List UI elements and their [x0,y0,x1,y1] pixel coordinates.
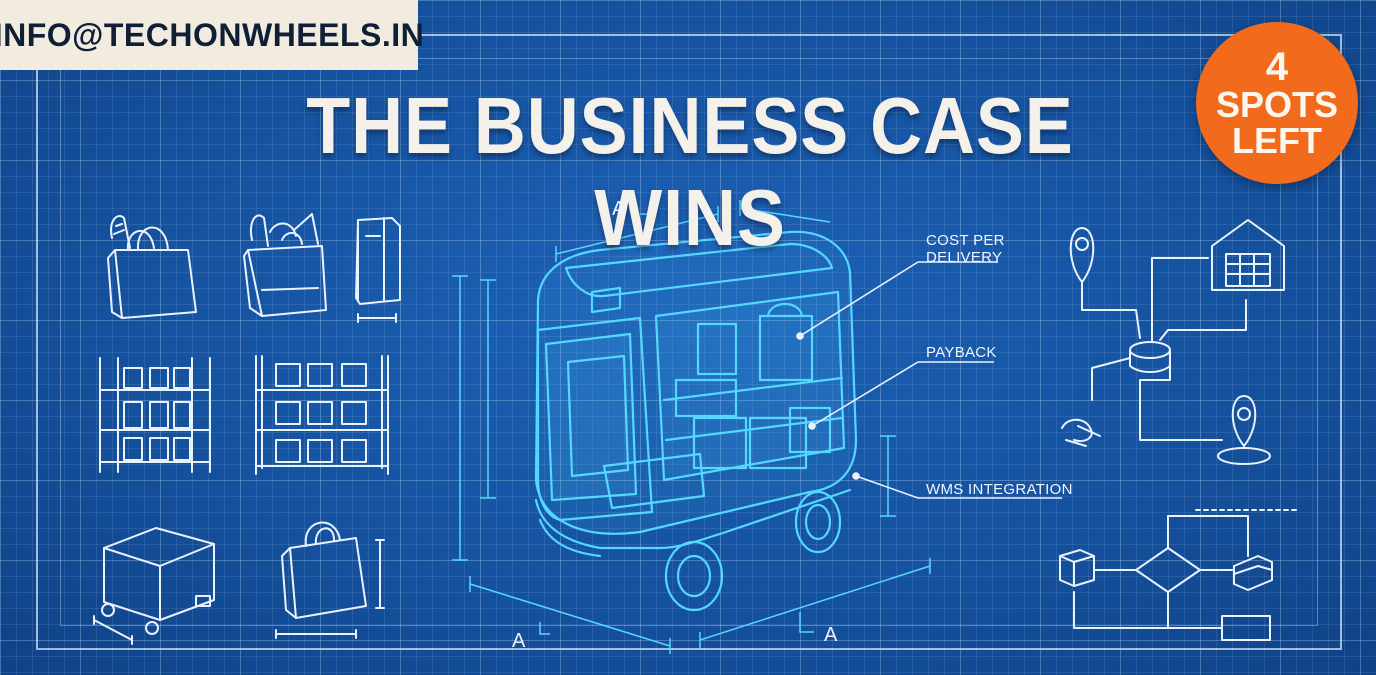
package-box-icon [355,217,401,323]
page-title: THE BUSINESS CASE WINS [306,81,1074,262]
left-label: LEFT [1232,120,1322,161]
location-pin-icon [1069,227,1095,283]
dimension-lines [452,200,931,654]
callout-wms-integration: WMS INTEGRATION [926,481,1073,498]
route-diagram [1061,219,1285,465]
blueprint-inner-frame [60,58,1318,626]
blueprint-frame [36,34,1342,650]
warehouse-icon [1211,219,1285,291]
callout-payback: PAYBACK [926,344,997,361]
callout-cost-line2: DELIVERY [926,249,1003,267]
box-cart-icon [93,527,215,645]
spots-label: SPOTS [1215,84,1339,125]
section-mark-top: A [612,198,626,220]
stacked-boxes-icon [1233,555,1273,591]
callout-cost-per-delivery: COST PER DELIVERY [926,232,1005,267]
delivery-robot-wireframe [534,230,858,612]
storage-rack-icon [255,355,389,475]
section-mark-bottom-left: A [512,630,526,652]
callout-leaders [796,261,1062,499]
process-flowchart [1059,509,1297,641]
spots-count: 4 [1265,45,1289,89]
grocery-paper-bag-icon [243,213,327,317]
grocery-shelf-icon [99,357,211,473]
section-mark-bottom-right: A [824,624,838,646]
contact-email-box: INFO@TECHONWHEELS.IN [0,0,424,70]
spots-left-badge: 4 SPOTS LEFT [1196,22,1358,184]
destination-pin-icon [1231,395,1257,447]
parcel-icon [1059,549,1095,587]
grocery-bag-bread-icon [107,215,197,319]
contact-email[interactable]: INFO@TECHONWHEELS.IN [0,16,425,53]
callout-cost-line1: COST PER [926,232,1005,249]
shopping-bag-icon [275,521,385,639]
